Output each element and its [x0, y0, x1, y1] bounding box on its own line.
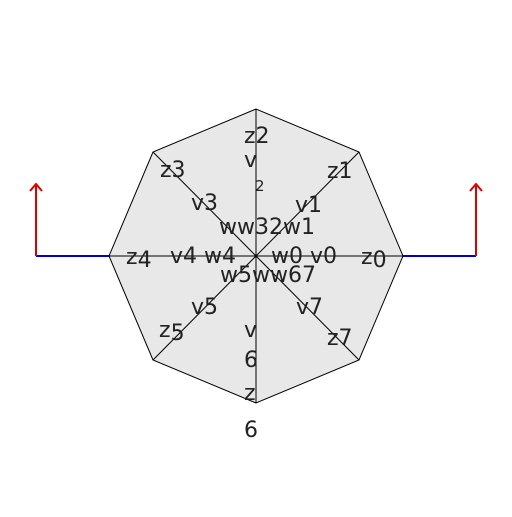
label-w0: w0	[271, 244, 303, 269]
label-v2-sub: 2	[255, 177, 265, 195]
label-z3: z3	[160, 158, 186, 183]
label-z6-base: z	[244, 381, 256, 406]
spoke-7	[255, 255, 360, 361]
label-v6-base: v	[244, 318, 257, 343]
right-up-arrow	[469, 182, 483, 256]
label-v1: v1	[295, 193, 322, 218]
spokes	[109, 109, 403, 403]
label-z0: z0	[361, 245, 387, 273]
label-z4: z4	[126, 245, 152, 273]
label-z7: z7	[327, 326, 353, 351]
label-v3: v3	[191, 191, 218, 216]
label-v4: v4	[170, 244, 197, 269]
label-v0: v0	[310, 244, 337, 269]
label-z6-sub: 6	[244, 418, 258, 443]
label-v7: v7	[296, 295, 323, 320]
label-v6-sub: 6	[244, 348, 258, 373]
label-z5: z5	[159, 318, 185, 346]
label-v2-base: v	[244, 148, 257, 173]
label-z2: z2	[244, 124, 270, 149]
label-w4: w4	[204, 244, 236, 269]
spoke-5	[152, 255, 257, 361]
label-v5: v5	[191, 295, 218, 320]
label-z1: z1	[327, 159, 353, 184]
spoke-1	[255, 151, 360, 257]
label-w321: ww32w1	[219, 215, 315, 240]
left-up-arrow	[29, 182, 43, 256]
spoke-3	[152, 151, 257, 257]
label-w567: w5ww67	[220, 263, 316, 288]
